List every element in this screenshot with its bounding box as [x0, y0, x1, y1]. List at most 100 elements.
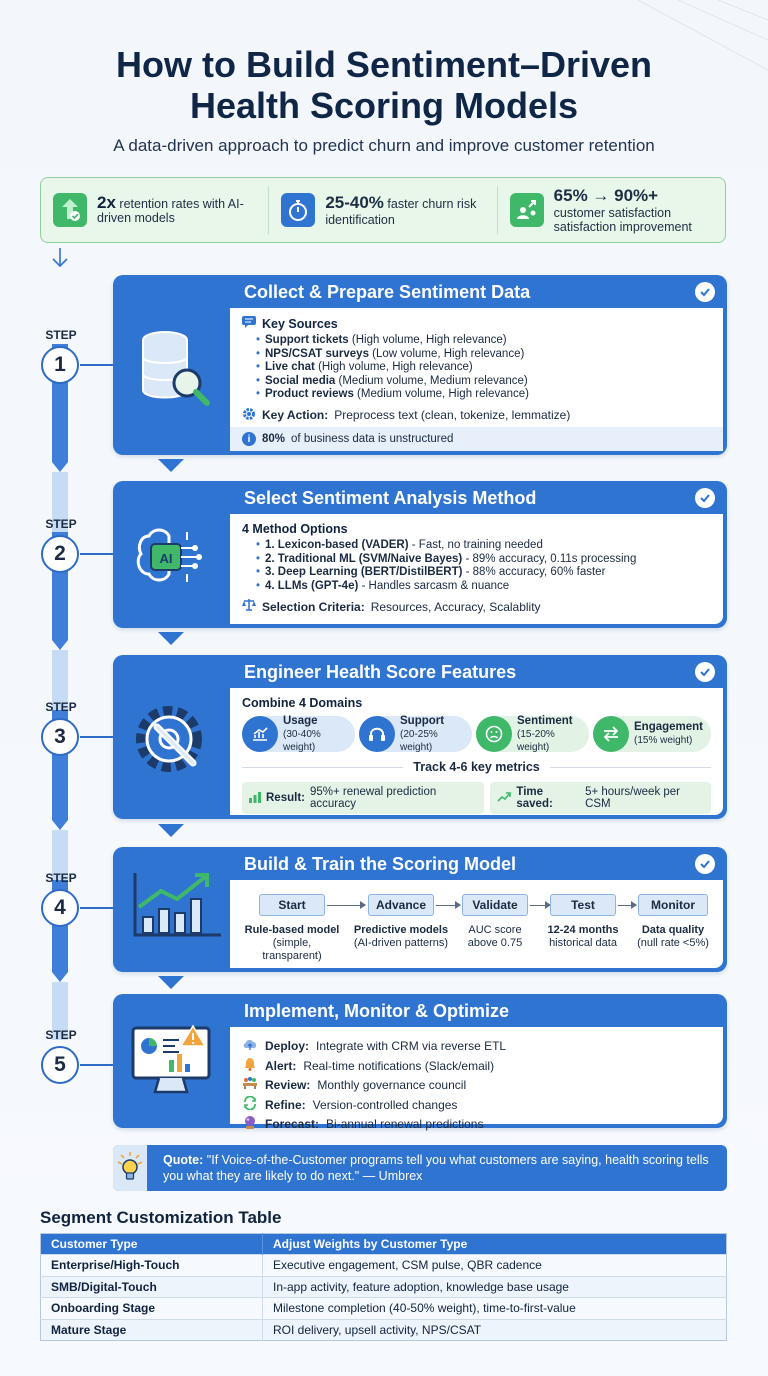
stat-value: 25-40%	[325, 193, 384, 212]
step-5-card: Implement, Monitor & Optimize Deploy:Int…	[113, 994, 727, 1131]
domain-usage: Usage(30-40% weight)	[242, 714, 355, 753]
list-item: Refine:Version-controlled changes	[242, 1095, 711, 1116]
cloud-icon	[242, 1037, 258, 1057]
table-cell: Milestone completion (40-50% weight), ti…	[262, 1297, 727, 1319]
step-body: Deploy:Integrate with CRM via reverse ET…	[230, 1027, 723, 1131]
flow-arrow	[158, 824, 184, 837]
timeline-rail	[52, 830, 68, 880]
domain-name: Support	[400, 714, 445, 727]
stat-label: faster churn risk identification	[325, 197, 477, 227]
gear-icon	[242, 407, 256, 424]
step-connector	[80, 1064, 120, 1066]
step-number: 3	[41, 718, 79, 756]
list-item: Support tickets (High volume, High relev…	[256, 334, 711, 348]
council-icon	[242, 1076, 258, 1096]
list-item: Alert:Real-time notifications (Slack/ema…	[242, 1057, 711, 1077]
table-cell: Enterprise/High-Touch	[40, 1254, 263, 1276]
sources-list: Support tickets (High volume, High relev…	[256, 334, 711, 402]
table-cell: SMB/Digital-Touch	[40, 1275, 263, 1298]
stage-desc: Data quality(null rate <5%)	[637, 924, 709, 949]
step-1-card: Collect & Prepare Sentiment Data Key Sou…	[113, 275, 727, 455]
domain-weight: (20-25% weight)	[400, 728, 438, 753]
stat-label: customer satisfaction satisfaction impro…	[553, 206, 692, 234]
table-title: Segment Customization Table	[40, 1208, 282, 1227]
stat-value: 2x	[97, 192, 116, 212]
pipeline-arrow	[618, 901, 637, 909]
domain-name: Engagement	[634, 721, 704, 733]
domain-name: Usage	[283, 714, 318, 727]
step-4-card: Build & Train the Scoring Model Start Ad…	[113, 847, 727, 972]
page-subtitle: A data-driven approach to predict churn …	[113, 136, 655, 155]
step-connector	[80, 364, 120, 366]
refresh-icon	[242, 1095, 258, 1116]
page-title: How to Build Sentiment–Driven Health Sco…	[115, 44, 653, 126]
stat-retention: 2x retention rates with AI-driven models	[41, 186, 268, 234]
chart-icon	[242, 716, 278, 752]
table-cell: Mature Stage	[40, 1318, 263, 1341]
quote-text: Quote: "If Voice-of-the-Customer program…	[163, 1153, 709, 1183]
step-title: Build & Train the Scoring Model	[244, 854, 517, 874]
flow-arrow	[158, 632, 184, 645]
list-item: 1. Lexicon-based (VADER) - Fast, no trai…	[256, 539, 711, 553]
pipeline-arrow	[327, 901, 366, 909]
sad-face-icon	[476, 716, 512, 752]
combine-header: Combine 4 Domains	[242, 696, 363, 710]
step-body: Key Sources Support tickets (High volume…	[230, 308, 723, 451]
key-action: Key Action:Preprocess text (clean, token…	[242, 407, 711, 424]
list-item: Review:Monthly governance council	[242, 1076, 711, 1096]
step-title: Collect & Prepare Sentiment Data	[244, 282, 531, 302]
domain-engagement: Engagement(15% weight)	[593, 716, 712, 752]
step-connector	[80, 553, 120, 555]
time-saved-badge: Time saved:5+ hours/week per CSM	[490, 782, 711, 814]
domain-support: Support(20-25% weight)	[359, 714, 472, 753]
stat-value: 65% → 90%+	[553, 186, 659, 205]
background-decoration	[637, 0, 768, 71]
domain-weight: (15-20% weight)	[517, 728, 555, 753]
info-note: i 80%of business data is unstructured	[230, 427, 723, 451]
actions-list: Deploy:Integrate with CRM via reverse ET…	[242, 1037, 711, 1135]
domains-row: Usage(30-40% weight) Support(20-25% weig…	[242, 714, 712, 753]
step-number: 5	[41, 1046, 79, 1084]
checkmark-icon	[695, 488, 715, 508]
step-connector	[80, 907, 120, 909]
result-badge: Result:95%+ renewal prediction accuracy	[242, 782, 485, 814]
stage-monitor: Monitor	[638, 894, 708, 916]
step-title: Engineer Health Score Features	[244, 662, 517, 682]
timeline-arrow	[52, 820, 68, 830]
step-2-card: Select Sentiment Analysis Method AI 4 Me…	[113, 481, 727, 628]
timeline-rail	[52, 650, 68, 710]
table-header-row: Customer Type Adjust Weights by Customer…	[40, 1233, 727, 1255]
stat-satisfaction: 65% → 90%+customer satisfaction satisfac…	[496, 186, 725, 234]
step-label: STEP	[45, 328, 77, 342]
growth-chart-icon	[133, 873, 221, 937]
domain-sentiment: Sentiment(15-20% weight)	[476, 715, 589, 753]
ai-brain-icon: AI	[136, 528, 202, 582]
step-title: Implement, Monitor & Optimize	[244, 1001, 510, 1021]
down-arrow-icon	[52, 248, 68, 268]
stats-bar: 2x retention rates with AI-driven models…	[40, 177, 726, 243]
lightbulb-icon	[113, 1145, 148, 1191]
checkmark-icon	[695, 662, 715, 682]
quote-banner: Quote: "If Voice-of-the-Customer program…	[113, 1145, 727, 1191]
database-search-icon	[142, 331, 210, 406]
timeline-arrow	[52, 462, 68, 472]
step-body: Combine 4 Domains Usage(30-40% weight) S…	[230, 688, 723, 815]
step-label: STEP	[45, 517, 77, 531]
step-number: 2	[41, 535, 79, 573]
stage-validate: Validate	[462, 894, 528, 916]
svg-text:AI: AI	[160, 551, 173, 566]
user-growth-icon	[509, 193, 544, 227]
stat-label: retention rates with AI-driven models	[97, 196, 244, 225]
step-number: 1	[41, 346, 79, 384]
timeline-rail	[52, 472, 68, 532]
bar-chart-icon	[249, 791, 261, 806]
trend-up-icon	[497, 791, 512, 806]
gear-wrench-icon	[136, 706, 202, 772]
checkmark-icon	[695, 854, 715, 874]
results-row: Result:95%+ renewal prediction accuracy …	[242, 782, 711, 814]
list-item: 4. LLMs (GPT-4e) - Handles sarcasm & nua…	[256, 580, 711, 594]
list-item: Social media (Medium volume, Medium rele…	[256, 375, 711, 389]
pipeline-arrow	[530, 901, 551, 909]
